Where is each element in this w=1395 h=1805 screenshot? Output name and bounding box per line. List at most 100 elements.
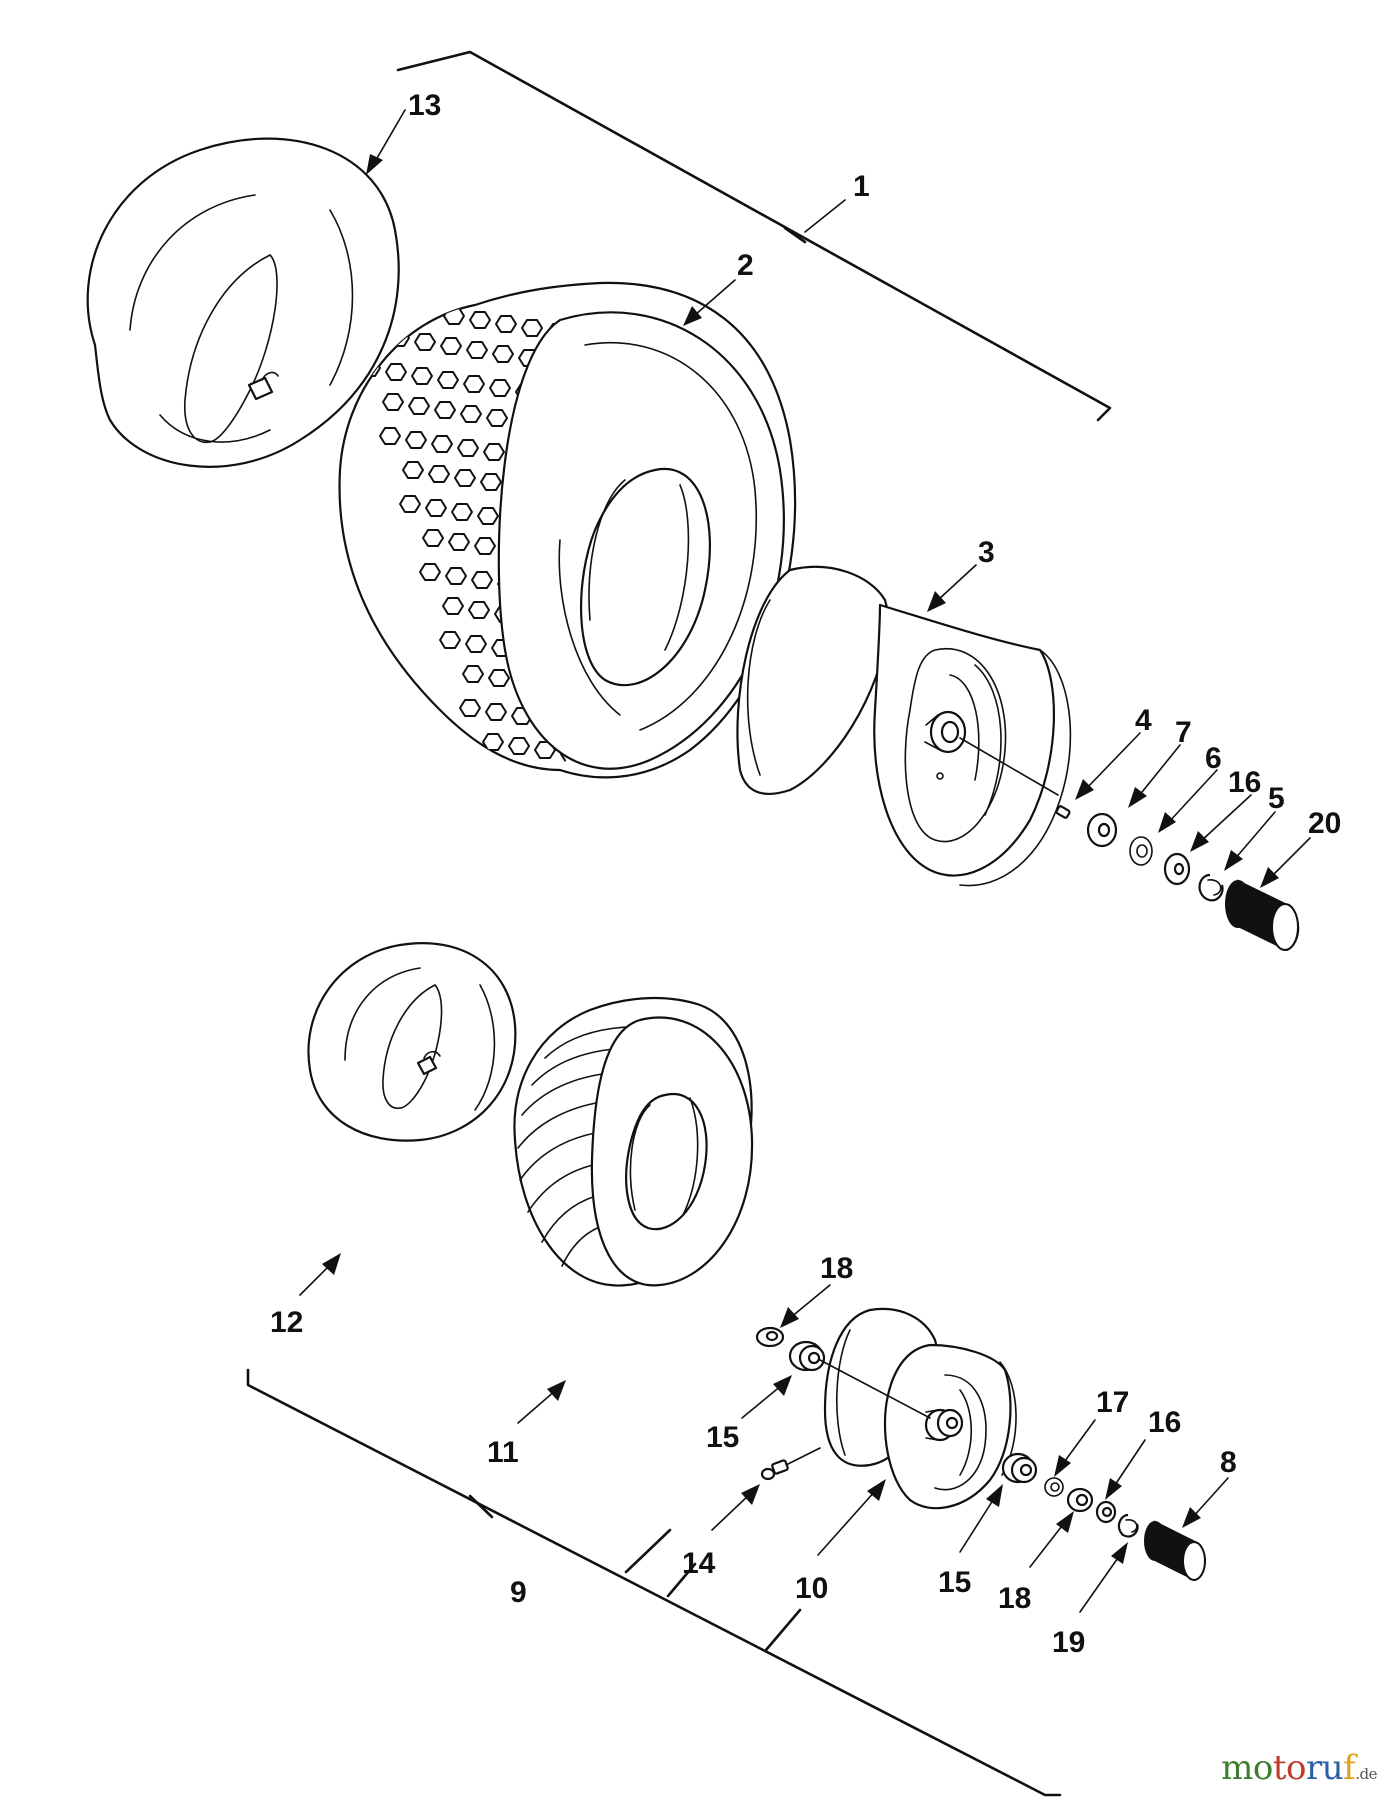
watermark-part-1: mo [1221, 1748, 1273, 1788]
tread-lug [460, 405, 482, 423]
callout-15b: 15 [938, 1566, 971, 1599]
tread-lug [469, 311, 491, 329]
bushing-flange-right [1066, 1487, 1094, 1513]
callout-4: 4 [1135, 704, 1152, 737]
retaining-ring-upper [1198, 873, 1224, 902]
tube-valve-stem [247, 371, 279, 401]
watermark-logo: motoruf.de [1221, 1748, 1377, 1788]
tread-lug [437, 371, 459, 389]
callout-8: 8 [1220, 1446, 1237, 1479]
thin-washer-upper [1129, 836, 1153, 866]
callout-1: 1 [853, 170, 870, 203]
tread-lug [399, 495, 421, 513]
tread-lug [489, 379, 511, 397]
tread-lug [439, 631, 461, 649]
bushing-flange-left [755, 1326, 785, 1348]
callout-labels: 13 1 2 3 4 7 6 16 5 20 18 12 11 15 17 16… [270, 89, 1341, 1659]
tread-lug [471, 571, 493, 589]
callout-13: 13 [408, 89, 441, 122]
leader-lines [299, 109, 1311, 1613]
axle-centerline-upper [959, 737, 1059, 796]
tread-lug [445, 567, 467, 585]
tread-lug [442, 597, 464, 615]
tread-lug [422, 529, 444, 547]
callout-7: 7 [1175, 716, 1192, 749]
tread-lug [492, 345, 514, 363]
callout-20: 20 [1308, 807, 1341, 840]
callout-12: 12 [270, 1306, 303, 1339]
flat-washer-upper [1086, 812, 1118, 848]
inner-tube-small [307, 942, 517, 1142]
tread-lug [428, 465, 450, 483]
tread-lug [385, 363, 407, 381]
tread-lug [463, 375, 485, 393]
tread-lug [521, 319, 543, 337]
rim-hub-large [924, 710, 967, 780]
tread-lug [690, 765, 712, 770]
tread-lug [664, 761, 686, 770]
bearing-left [788, 1340, 826, 1372]
tread-lug [402, 461, 424, 479]
tread-lug [459, 699, 481, 717]
tread-lug [414, 333, 436, 351]
axle-cap-lower [1144, 1520, 1206, 1582]
tread-lug [468, 601, 490, 619]
key-pin [1055, 805, 1071, 819]
callout-15a: 15 [706, 1421, 739, 1454]
callout-10: 10 [795, 1572, 828, 1605]
tread-lug [534, 741, 556, 759]
tire-tread-large [338, 281, 797, 779]
lock-washer-upper [1163, 852, 1191, 886]
callout-17: 17 [1096, 1386, 1129, 1419]
tread-lug [379, 427, 401, 445]
inner-tube-large [86, 137, 400, 468]
tread-lug [382, 393, 404, 411]
tread-lug [431, 435, 453, 453]
callout-9: 9 [510, 1576, 527, 1609]
tread-lug [480, 473, 502, 491]
grease-fitting [760, 1447, 821, 1481]
tread-lug [457, 439, 479, 457]
tread-lug [405, 431, 427, 449]
callout-3: 3 [978, 536, 995, 569]
callout-2: 2 [737, 249, 754, 282]
tread-lug [448, 533, 470, 551]
watermark-tld: .de [1355, 1765, 1377, 1783]
callout-18b: 18 [998, 1582, 1031, 1615]
callout-14: 14 [682, 1547, 716, 1580]
tread-lug [474, 537, 496, 555]
tread-lug [434, 401, 456, 419]
callout-11: 11 [487, 1436, 519, 1469]
tread-lug [488, 669, 510, 687]
tread-lug [425, 499, 447, 517]
tread-lug [462, 665, 484, 683]
callout-16b: 16 [1148, 1406, 1181, 1439]
watermark-part-2: to [1272, 1748, 1307, 1788]
axle-centerline-lower [819, 1359, 931, 1419]
tube-valve-stem-small [416, 1050, 441, 1076]
tread-lug [419, 563, 441, 581]
callout-5: 5 [1268, 782, 1285, 815]
lock-washer-lower [1095, 1500, 1117, 1524]
bearing-right [1001, 1452, 1038, 1484]
wheel-rim-large [736, 565, 1072, 887]
axle-cap-upper [1225, 879, 1300, 952]
tread-lug [508, 737, 530, 755]
tread-lug [451, 503, 473, 521]
upper-assembly-bracket [396, 50, 1112, 422]
watermark-part-3: ru [1306, 1748, 1344, 1788]
watermark-part-4: f [1343, 1748, 1356, 1788]
callout-19: 19 [1052, 1626, 1085, 1659]
tire-ribbed-small [513, 996, 754, 1287]
rim-hub-small [924, 1408, 964, 1442]
wheel-rim-small [823, 1307, 1017, 1510]
callout-16a: 16 [1228, 766, 1261, 799]
tread-lug [417, 303, 439, 321]
retaining-ring-lower [1117, 1513, 1139, 1538]
tread-lug [465, 635, 487, 653]
callout-6: 6 [1205, 742, 1222, 775]
tread-lug [466, 341, 488, 359]
tread-lug [408, 397, 430, 415]
